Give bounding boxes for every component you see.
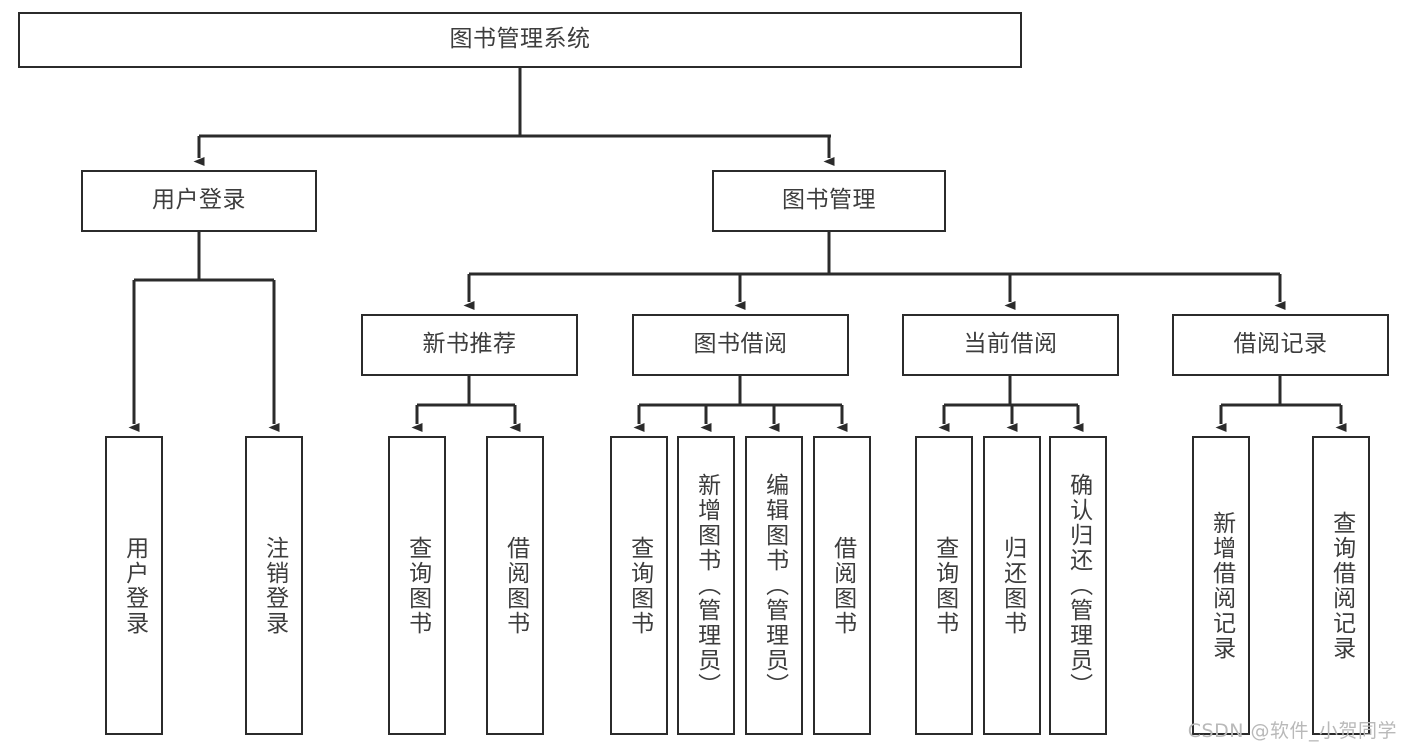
node-book-manage-label: 图书管理 (782, 187, 876, 214)
node-root-label: 图书管理系统 (449, 26, 591, 53)
node-user-login-label: 用户登录 (152, 187, 246, 214)
node-leaf-add-borrow-record[interactable]: 新增借阅记录 (1192, 436, 1250, 735)
node-book-borrow-label: 图书借阅 (693, 331, 788, 358)
node-leaf-confirm-return[interactable]: 确认归还（管理员） (1049, 436, 1107, 735)
node-leaf-return-book-label: 归还图书 (999, 535, 1026, 636)
node-leaf-query-borrow-record[interactable]: 查询借阅记录 (1312, 436, 1370, 735)
node-leaf-add-borrow-record-label: 新增借阅记录 (1208, 510, 1235, 661)
node-borrow-record-label: 借阅记录 (1233, 331, 1328, 358)
node-book-manage[interactable]: 图书管理 (712, 170, 946, 232)
node-leaf-borrow-book-recommend[interactable]: 借阅图书 (486, 436, 544, 735)
node-new-book-recommend[interactable]: 新书推荐 (361, 314, 578, 376)
node-leaf-borrow-book[interactable]: 借阅图书 (813, 436, 871, 735)
node-leaf-confirm-return-label: 确认归还（管理员） (1065, 473, 1092, 698)
node-current-borrow[interactable]: 当前借阅 (902, 314, 1119, 376)
node-leaf-query-borrow-record-label: 查询借阅记录 (1328, 510, 1355, 661)
node-leaf-user-logout-label: 注销登录 (261, 535, 288, 636)
node-leaf-add-book-label: 新增图书（管理员） (693, 473, 720, 698)
node-new-book-recommend-label: 新书推荐 (422, 331, 517, 358)
node-leaf-query-book-current[interactable]: 查询图书 (915, 436, 973, 735)
node-leaf-query-book-borrow[interactable]: 查询图书 (610, 436, 668, 735)
node-leaf-user-login-label: 用户登录 (121, 535, 148, 636)
node-leaf-user-login[interactable]: 用户登录 (105, 436, 163, 735)
node-leaf-return-book[interactable]: 归还图书 (983, 436, 1041, 735)
node-leaf-add-book[interactable]: 新增图书（管理员） (677, 436, 735, 735)
node-leaf-edit-book-label: 编辑图书（管理员） (761, 473, 788, 698)
node-leaf-borrow-book-label: 借阅图书 (829, 535, 856, 636)
node-current-borrow-label: 当前借阅 (963, 331, 1058, 358)
node-leaf-query-book-recommend-label: 查询图书 (404, 535, 431, 636)
node-root[interactable]: 图书管理系统 (18, 12, 1022, 68)
node-leaf-query-book-borrow-label: 查询图书 (626, 535, 653, 636)
node-leaf-query-book-recommend[interactable]: 查询图书 (388, 436, 446, 735)
node-book-borrow[interactable]: 图书借阅 (632, 314, 849, 376)
node-leaf-edit-book[interactable]: 编辑图书（管理员） (745, 436, 803, 735)
node-user-login[interactable]: 用户登录 (81, 170, 317, 232)
node-leaf-query-book-current-label: 查询图书 (931, 535, 958, 636)
node-leaf-borrow-book-recommend-label: 借阅图书 (502, 535, 529, 636)
node-leaf-user-logout[interactable]: 注销登录 (245, 436, 303, 735)
node-borrow-record[interactable]: 借阅记录 (1172, 314, 1389, 376)
